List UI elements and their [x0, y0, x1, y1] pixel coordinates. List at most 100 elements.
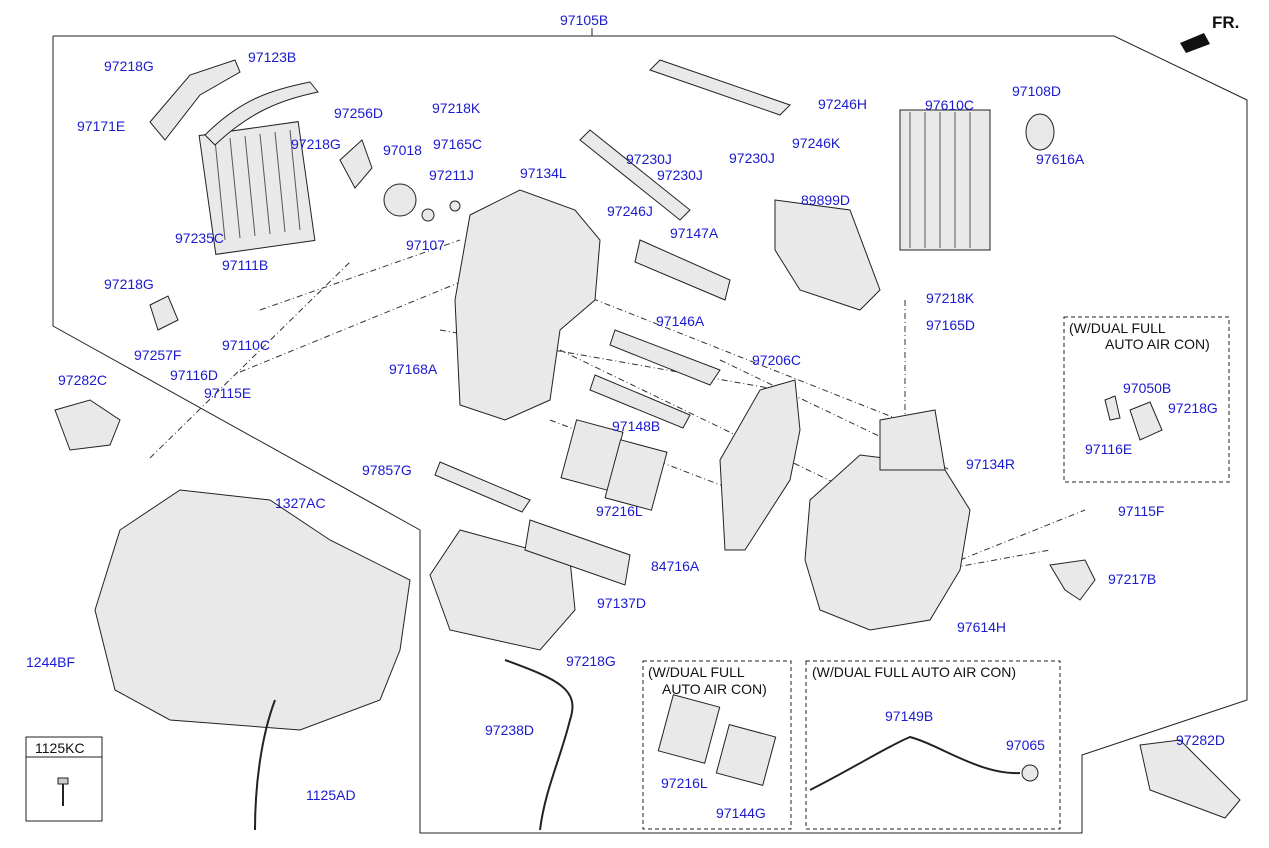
- kc-box-label: 1125KC: [35, 740, 85, 756]
- pipe-bracket: [149, 59, 241, 141]
- part-label[interactable]: 97218G: [104, 58, 154, 74]
- assembly-number[interactable]: 97105B: [560, 12, 609, 28]
- part-label[interactable]: 1244BF: [26, 654, 76, 670]
- part-label[interactable]: 97246K: [792, 135, 841, 151]
- part-label[interactable]: 1125AD: [306, 787, 356, 803]
- sensor-97065: [1021, 764, 1039, 782]
- part-label[interactable]: 97146A: [656, 313, 705, 329]
- actuator-97257F: [149, 295, 179, 331]
- filter-97216L-dual: [657, 694, 721, 764]
- divider-plate: [719, 379, 801, 551]
- note-right-2: AUTO AIR CON): [1105, 336, 1210, 352]
- case-right: [804, 454, 971, 631]
- part-label[interactable]: 97134L: [520, 165, 567, 181]
- drain-hose: [504, 659, 574, 831]
- duct-97282C: [54, 399, 121, 451]
- hvac-assembly: [94, 489, 411, 731]
- part-label[interactable]: 97218K: [432, 100, 481, 116]
- part-label[interactable]: 97257F: [134, 347, 182, 363]
- heater-core: [198, 121, 316, 255]
- part-label[interactable]: 97168A: [389, 361, 438, 377]
- note-mid-1: (W/DUAL FULL: [648, 664, 745, 680]
- fan-97018: [383, 183, 417, 217]
- cover-97857G: [434, 461, 531, 513]
- part-label[interactable]: 97144G: [716, 805, 766, 821]
- part-label[interactable]: 97065: [1006, 737, 1045, 753]
- evaporator: [899, 109, 991, 251]
- plate-84716A: [524, 519, 631, 586]
- case-right-top: [879, 409, 946, 471]
- part-label[interactable]: 97165D: [926, 317, 976, 333]
- part-label[interactable]: 97018: [383, 142, 422, 158]
- filter-97216L-b: [604, 439, 668, 511]
- part-label[interactable]: 97216L: [661, 775, 708, 791]
- part-label[interactable]: 97614H: [957, 619, 1007, 635]
- filter-frame: [649, 59, 791, 116]
- part-label[interactable]: 84716A: [651, 558, 700, 574]
- kc-box: [25, 736, 103, 822]
- part-label[interactable]: 97246J: [607, 203, 653, 219]
- part-label[interactable]: 97211J: [429, 167, 474, 183]
- part-label[interactable]: 97115F: [1118, 503, 1165, 519]
- part-label[interactable]: 97218G: [104, 276, 154, 292]
- part-label[interactable]: 97116E: [1085, 441, 1133, 457]
- part-label[interactable]: 97230J: [729, 150, 775, 166]
- part-label[interactable]: 97050B: [1123, 380, 1172, 396]
- part-label[interactable]: 97610C: [925, 97, 975, 113]
- part-label[interactable]: 97107: [406, 237, 445, 253]
- door-97147A: [634, 239, 731, 301]
- part-label[interactable]: 97218K: [926, 290, 975, 306]
- part-label[interactable]: 97282D: [1176, 732, 1226, 748]
- part-label[interactable]: 97238D: [485, 722, 535, 738]
- part-label[interactable]: 97134R: [966, 456, 1016, 472]
- part-label[interactable]: 97218G: [291, 136, 341, 152]
- part-label[interactable]: 97246H: [818, 96, 868, 112]
- hose-97217B: [1049, 559, 1096, 601]
- part-label[interactable]: 97111B: [222, 257, 269, 273]
- note-right-1: (W/DUAL FULL: [1069, 320, 1166, 336]
- clip-97116E: [1104, 395, 1121, 421]
- part-label[interactable]: 97137D: [597, 595, 647, 611]
- door-97148B: [589, 374, 691, 429]
- part-label[interactable]: 97857G: [362, 462, 412, 478]
- part-label[interactable]: 97282C: [58, 372, 108, 388]
- part-label[interactable]: 97218G: [1168, 400, 1218, 416]
- part-label[interactable]: 97123B: [248, 49, 297, 65]
- insulator: [774, 199, 881, 311]
- assembly-boundary: [52, 35, 1248, 834]
- part-label[interactable]: 89899D: [801, 192, 851, 208]
- part-label[interactable]: 97218G: [566, 653, 616, 669]
- part-label[interactable]: 97115E: [204, 385, 252, 401]
- part-label[interactable]: 97110C: [222, 337, 271, 353]
- part-label[interactable]: 97171E: [77, 118, 126, 134]
- front-arrow-icon: [1180, 33, 1210, 53]
- part-label[interactable]: 97116D: [170, 367, 219, 383]
- part-label[interactable]: 1327AC: [275, 495, 326, 511]
- bolt-icon: [57, 777, 69, 806]
- tube-97149B: [809, 735, 1021, 791]
- part-label[interactable]: 97165C: [433, 136, 483, 152]
- part-label[interactable]: 97616A: [1036, 151, 1085, 167]
- filter-97144G: [715, 724, 777, 786]
- part-label[interactable]: 97217B: [1108, 571, 1157, 587]
- case-left: [454, 189, 601, 421]
- part-label[interactable]: 97206C: [752, 352, 802, 368]
- door-97146A: [609, 329, 721, 386]
- part-label[interactable]: 97235C: [175, 230, 225, 246]
- front-direction-label: FR.: [1212, 13, 1240, 32]
- part-label[interactable]: 97230J: [657, 167, 703, 183]
- actuator-97050B: [1129, 401, 1163, 441]
- part-label[interactable]: 97149B: [885, 708, 934, 724]
- part-label[interactable]: 97147A: [670, 225, 719, 241]
- part-label[interactable]: 97148B: [612, 418, 661, 434]
- dual-auto-box-mid: [642, 660, 792, 830]
- duct-97282D: [1139, 739, 1241, 819]
- part-label[interactable]: 97108D: [1012, 83, 1062, 99]
- note-bottom-right: (W/DUAL FULL AUTO AIR CON): [812, 664, 1017, 680]
- part-label[interactable]: 97256D: [334, 105, 384, 121]
- part-label[interactable]: 97216L: [596, 503, 643, 519]
- part-label[interactable]: 97230J: [626, 151, 672, 167]
- heater-pipes: [204, 81, 319, 146]
- lower-case: [429, 529, 576, 651]
